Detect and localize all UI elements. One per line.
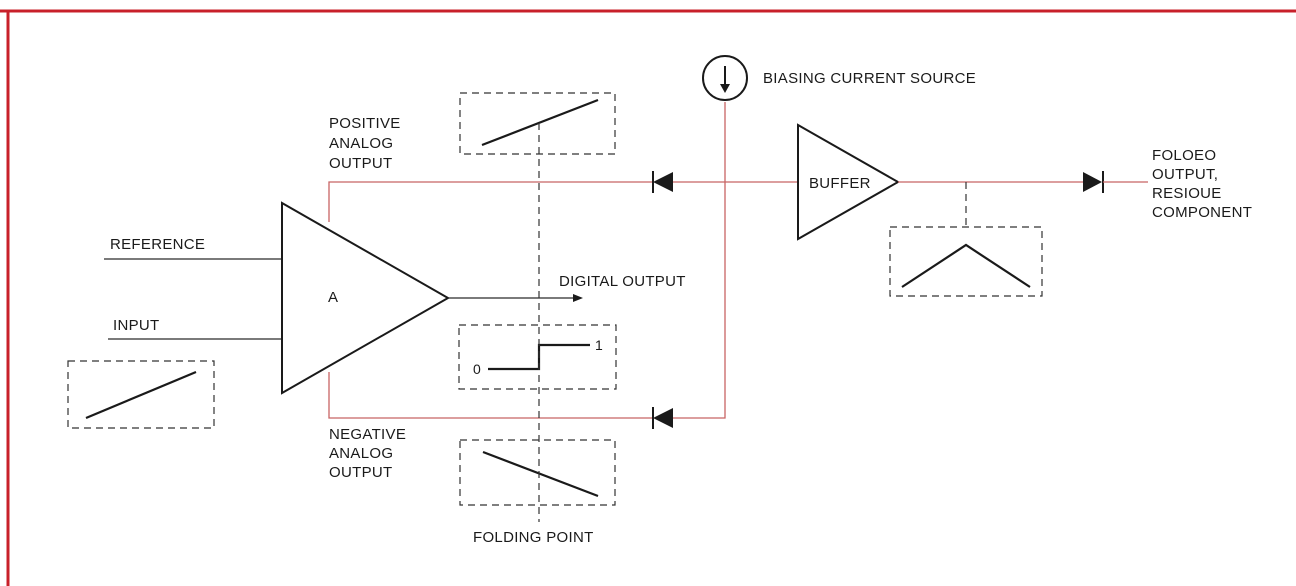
input-waveform-box [67, 360, 215, 429]
folded-output-label-3: RESIOUE [1152, 185, 1222, 202]
negative-to-bias-wire [673, 102, 726, 419]
positive-output-label-2: ANALOG [329, 135, 393, 152]
digital-output-label: DIGITAL OUTPUT [559, 273, 686, 290]
buffer-label: BUFFER [809, 175, 871, 192]
folded-waveform-box [889, 226, 1043, 297]
biasing-source-label: BIASING CURRENT SOURCE [763, 70, 976, 87]
folded-output-label-1: FOLOEO [1152, 147, 1216, 164]
folded-waveform [901, 243, 1031, 288]
negative-output-label-1: NEGATIVE [329, 426, 406, 443]
negative-output-label-3: OUTPUT [329, 464, 392, 481]
positive-waveform-box [459, 92, 616, 155]
reference-label: REFERENCE [110, 236, 205, 253]
positive-output-wire [328, 181, 653, 222]
diode-negative [652, 407, 673, 429]
step-low-label: 0 [473, 361, 481, 377]
amplifier-a [281, 201, 451, 395]
amplifier-label: A [328, 289, 338, 306]
diode-positive [652, 171, 673, 193]
input-label: INPUT [113, 317, 160, 334]
buffer [797, 123, 901, 241]
step-high-label: 1 [595, 337, 603, 353]
diode-output [1083, 171, 1104, 193]
positive-waveform [481, 98, 599, 147]
digital-waveform-box [458, 324, 617, 390]
negative-output-label-2: ANALOG [329, 445, 393, 462]
positive-output-label-1: POSITIVE [329, 115, 401, 132]
negative-waveform [482, 450, 599, 498]
positive-output-label-3: OUTPUT [329, 155, 392, 172]
negative-output-wire [328, 372, 653, 419]
folded-output-label-4: COMPONENT [1152, 204, 1252, 221]
negative-waveform-box [459, 439, 616, 506]
folding-point-label: FOLDING POINT [473, 529, 594, 546]
digital-output-arrowhead [573, 294, 583, 302]
current-source-icon [702, 55, 748, 101]
input-waveform [85, 370, 197, 420]
folded-output-label-2: OUTPUT, [1152, 166, 1218, 183]
